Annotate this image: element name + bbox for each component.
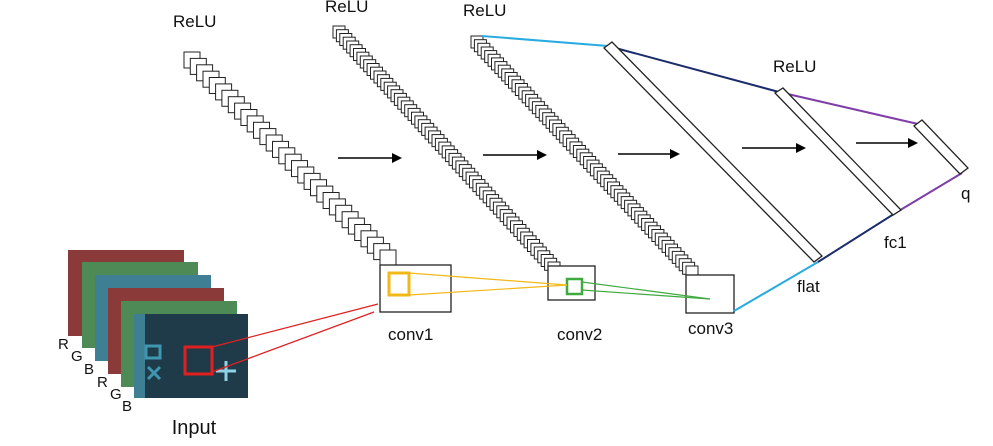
flat-label: flat	[797, 277, 820, 296]
flow-arrows	[338, 138, 918, 163]
fc1-to-q-top-connection	[778, 91, 919, 125]
channel-label-r-2: R	[97, 374, 108, 391]
conv1-kernel-box	[387, 271, 411, 297]
channel-label-b-2: B	[122, 398, 132, 415]
fc1-to-q-bottom-connection	[896, 172, 963, 213]
input-frame-stack	[68, 250, 248, 398]
conv1-label: conv1	[388, 325, 433, 344]
input-kernel-box	[183, 345, 214, 376]
arrow-right-icon	[742, 143, 806, 153]
conv2-kernel-box	[565, 277, 584, 296]
arrow-right-icon	[338, 153, 402, 163]
conv1-feature-maps	[183, 51, 397, 267]
plus-glyph-icon	[216, 361, 236, 381]
q-label: q	[961, 184, 970, 203]
flat-layer-plate	[603, 41, 823, 263]
conv1-activation-label: ReLU	[173, 12, 216, 31]
input-channel-labels: R G B R G B	[58, 336, 132, 415]
channel-label-g-1: G	[71, 348, 83, 365]
conv1-feature-map	[379, 249, 397, 267]
fc1-layer-plate	[773, 87, 903, 216]
arrow-right-icon	[856, 138, 918, 148]
input-frame-screen	[145, 314, 248, 398]
conv3-feature-maps	[470, 35, 699, 279]
conv3-front-map	[685, 274, 735, 314]
input-to-conv1-connection	[211, 303, 379, 373]
conv3-to-flat-bottom-connection	[733, 261, 819, 312]
conv2-to-conv3-connection	[581, 281, 711, 300]
conv1-to-conv2-connection	[408, 272, 568, 296]
conv2-activation-label: ReLU	[325, 0, 368, 16]
conv3-label: conv3	[688, 319, 733, 338]
arrow-right-icon	[483, 150, 547, 160]
channel-label-b-1: B	[84, 361, 94, 378]
conv2-label: conv2	[557, 325, 602, 344]
flat-to-fc1-bottom-connection	[817, 211, 898, 263]
channel-label-g-2: G	[110, 386, 122, 403]
q-layer-plate	[913, 119, 969, 175]
fc1-activation-label: ReLU	[773, 57, 816, 76]
conv2-feature-maps	[332, 25, 561, 275]
channel-label-r-1: R	[58, 336, 69, 353]
arrow-right-icon	[618, 149, 680, 159]
conv3-activation-label: ReLU	[463, 1, 506, 20]
cross-glyph-icon	[146, 365, 162, 381]
conv3-to-flat-top-connection	[481, 35, 609, 47]
square-glyph-icon	[144, 344, 162, 360]
flat-to-fc1-top-connection	[607, 45, 780, 93]
input-label: Input	[172, 417, 217, 439]
fc1-label: fc1	[884, 233, 907, 252]
